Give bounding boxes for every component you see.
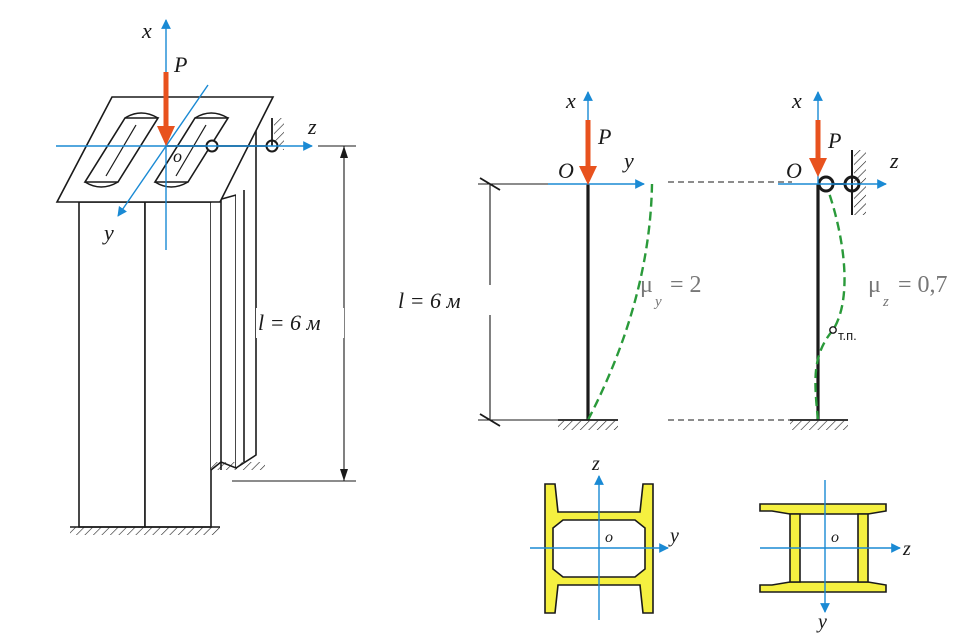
buckled-shape-y	[586, 183, 654, 421]
inflection-label: т.п.	[838, 328, 857, 343]
length-dimension-left	[232, 145, 356, 482]
mu-y-symbol: μ	[640, 272, 653, 298]
axis-z-label: z	[307, 114, 317, 139]
length-label: l = 6 м	[258, 310, 321, 335]
mu-z-subscript: z	[882, 294, 889, 310]
axis-x-label: x	[141, 18, 152, 43]
cross-section-right: z y o	[759, 480, 911, 633]
load-arrow-icon	[809, 120, 827, 177]
ground-support-left	[70, 462, 265, 535]
origin-label: O	[786, 158, 802, 183]
scheme-z: т.п. x P O z μ z = 0,7	[778, 88, 948, 430]
ground-support-mid	[558, 419, 618, 430]
origin-label: o	[173, 146, 182, 166]
mu-z-symbol: μ	[868, 272, 881, 298]
cross-section-left: z y o	[530, 453, 679, 620]
length-label-mid: l = 6 м	[398, 288, 461, 313]
mu-y-value: = 2	[670, 272, 702, 298]
mu-z-value: = 0,7	[898, 272, 948, 298]
level-connectors	[668, 181, 792, 421]
axis-x-label: x	[565, 88, 576, 113]
axis-y-label: y	[622, 148, 634, 173]
inflection-point-icon	[829, 326, 837, 334]
load-arrow-icon	[579, 120, 597, 185]
load-label: P	[827, 128, 841, 153]
axis-y-label: y	[102, 220, 114, 245]
axis-z-label: z	[591, 453, 600, 475]
load-label: P	[173, 52, 187, 77]
scheme-y: l = 6 м x P O y μ y = 2	[395, 88, 702, 430]
mu-y-subscript: y	[653, 294, 662, 310]
top-plate	[55, 96, 275, 203]
perspective-view: x P o z y l = 6 м	[55, 18, 356, 535]
axis-y-label: y	[816, 611, 827, 633]
axis-z-label: z	[902, 538, 911, 560]
axis-x-label: x	[791, 88, 802, 113]
origin-label: o	[831, 529, 839, 546]
axis-y-label: y	[668, 525, 679, 547]
axis-z-label: z	[889, 148, 899, 173]
origin-label: O	[558, 158, 574, 183]
load-arrow-icon	[157, 72, 175, 146]
ground-support-right	[790, 419, 848, 430]
origin-label: o	[605, 529, 613, 546]
load-label: P	[597, 124, 611, 149]
buckled-shape-z	[814, 183, 846, 421]
